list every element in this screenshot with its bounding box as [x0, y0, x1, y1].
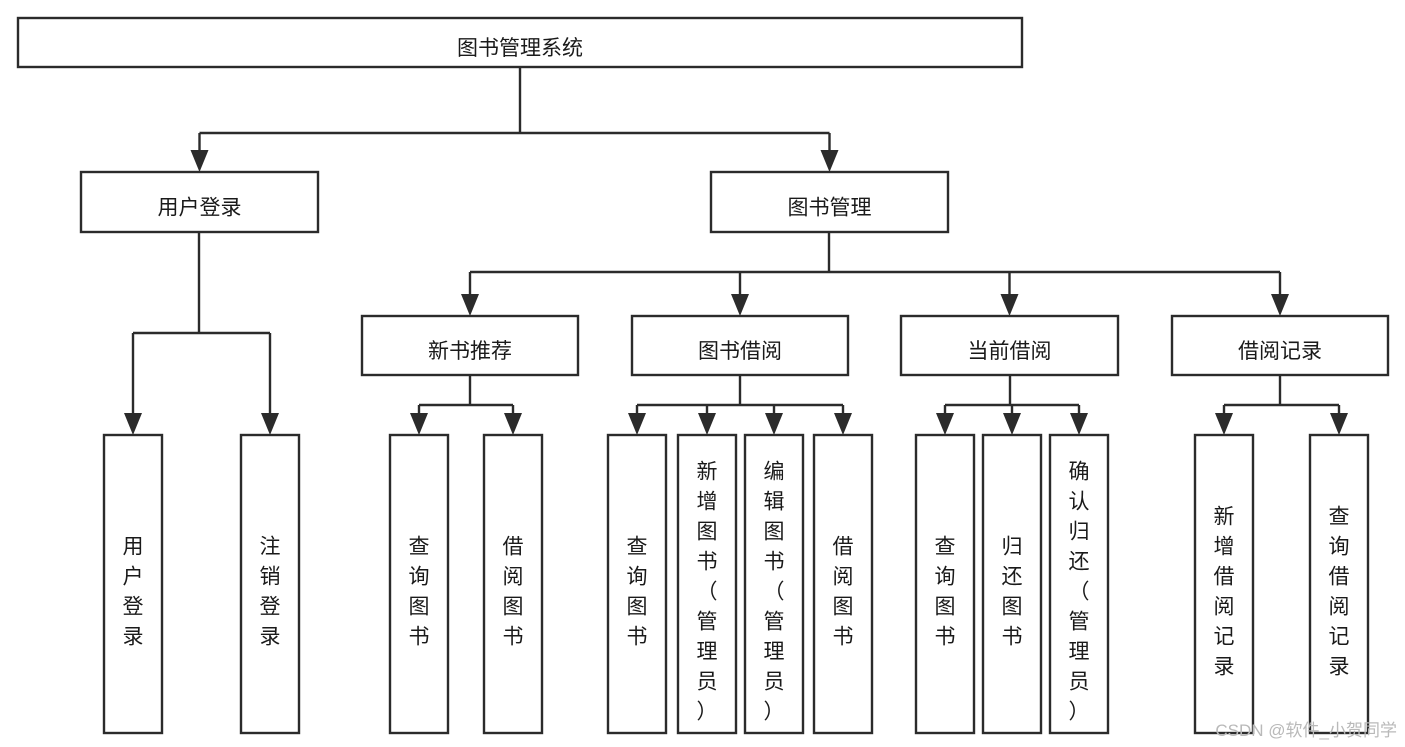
arrow-head-icon	[504, 413, 522, 435]
node-leaf-user-login-label: 用户登录	[123, 535, 144, 648]
node-leaf-user-login-box[interactable]	[102, 433, 164, 735]
node-leaf-edit-book-label: 编辑图书（管理员）	[764, 460, 785, 723]
node-leaf-confirm-return-label: 确认归还（管理员）	[1069, 460, 1090, 723]
node-leaf-borrow-book-box[interactable]	[812, 433, 874, 735]
node-book-borrow-box[interactable]	[630, 314, 850, 377]
node-leaf-query-book-borrow-box[interactable]	[606, 433, 668, 735]
node-current-borrow[interactable]: 当前借阅	[899, 314, 1120, 377]
node-leaf-query-borrow-record-label: 查询借阅记录	[1329, 505, 1350, 678]
node-leaf-query-book-rec[interactable]: 查询图书	[388, 433, 450, 735]
node-leaf-return-book[interactable]: 归还图书	[981, 433, 1043, 735]
node-leaf-add-borrow-record-box[interactable]	[1193, 433, 1255, 735]
arrow-head-icon	[1330, 413, 1348, 435]
node-leaf-add-borrow-record[interactable]: 新增借阅记录	[1193, 433, 1255, 735]
node-leaf-query-book-borrow-label: 查询图书	[627, 535, 648, 648]
node-root-label: 图书管理系统	[457, 37, 583, 60]
node-leaf-query-book-rec-box[interactable]	[388, 433, 450, 735]
node-new-book-recommend-label: 新书推荐	[428, 340, 512, 363]
node-book-management-box[interactable]	[709, 170, 950, 234]
node-book-borrow-label: 图书借阅	[698, 340, 782, 363]
node-leaf-borrow-book-rec-label: 借阅图书	[503, 535, 524, 648]
node-leaf-borrow-book[interactable]: 借阅图书	[812, 433, 874, 735]
arrow-head-icon	[628, 413, 646, 435]
node-leaf-user-logout-box[interactable]	[239, 433, 301, 735]
node-leaf-query-book-current-box[interactable]	[914, 433, 976, 735]
node-new-book-recommend-box[interactable]	[360, 314, 580, 377]
node-borrow-record-box[interactable]	[1170, 314, 1390, 377]
node-current-borrow-label: 当前借阅	[968, 340, 1052, 363]
arrow-head-icon	[1003, 413, 1021, 435]
arrow-head-icon	[820, 150, 839, 172]
arrow-head-icon	[731, 294, 749, 316]
node-leaf-borrow-book-rec[interactable]: 借阅图书	[482, 433, 544, 735]
node-leaf-return-book-box[interactable]	[981, 433, 1043, 735]
node-leaf-user-logout[interactable]: 注销登录	[239, 433, 301, 735]
node-leaf-user-logout-label: 注销登录	[260, 535, 281, 648]
node-root[interactable]: 图书管理系统	[16, 16, 1024, 69]
node-leaf-query-borrow-record-box[interactable]	[1308, 433, 1370, 735]
node-leaf-confirm-return[interactable]: 确认归还（管理员）	[1048, 433, 1110, 735]
node-leaf-add-book-box[interactable]	[676, 433, 738, 735]
arrow-head-icon	[261, 413, 279, 435]
node-leaf-add-borrow-record-label: 新增借阅记录	[1214, 505, 1235, 678]
arrow-head-icon	[461, 294, 479, 316]
node-leaf-add-book[interactable]: 新增图书（管理员）	[676, 433, 738, 735]
node-leaf-edit-book[interactable]: 编辑图书（管理员）	[743, 433, 805, 735]
node-user-login[interactable]: 用户登录	[79, 170, 320, 234]
node-book-borrow[interactable]: 图书借阅	[630, 314, 850, 377]
node-borrow-record-label: 借阅记录	[1238, 340, 1322, 363]
node-book-management-label: 图书管理	[788, 197, 872, 220]
node-leaf-return-book-label: 归还图书	[1002, 535, 1023, 648]
node-current-borrow-box[interactable]	[899, 314, 1120, 377]
connector-bookmgmt-to-level3	[470, 232, 1280, 274]
node-leaf-query-book-current[interactable]: 查询图书	[914, 433, 976, 735]
arrow-head-icon	[1000, 294, 1019, 316]
arrow-head-icon	[765, 413, 783, 435]
node-leaf-query-borrow-record[interactable]: 查询借阅记录	[1308, 433, 1370, 735]
connector-layer	[124, 67, 1348, 435]
node-leaf-add-book-label: 新增图书（管理员）	[697, 460, 718, 723]
arrow-head-icon	[936, 413, 954, 435]
node-leaf-confirm-return-box[interactable]	[1048, 433, 1110, 735]
node-user-login-label: 用户登录	[158, 197, 242, 220]
arrow-head-icon	[410, 413, 428, 435]
csdn-watermark: CSDN @软件_小贺同学	[1215, 721, 1397, 740]
node-borrow-record[interactable]: 借阅记录	[1170, 314, 1390, 377]
connector-borrowrecord-to-leaves	[1224, 375, 1339, 407]
connector-userlogin-to-leaves	[133, 232, 270, 335]
arrow-head-icon	[698, 413, 716, 435]
node-root-box[interactable]	[16, 16, 1024, 69]
node-leaf-borrow-book-rec-box[interactable]	[482, 433, 544, 735]
arrow-head-icon	[834, 413, 852, 435]
node-leaf-query-book-current-label: 查询图书	[935, 535, 956, 648]
node-leaf-borrow-book-label: 借阅图书	[833, 535, 854, 648]
connector-bookborrow-to-leaves	[637, 375, 843, 407]
arrow-head-icon	[1271, 294, 1289, 316]
arrow-head-icon	[190, 150, 209, 172]
arrow-head-icon	[1215, 413, 1233, 435]
node-layer: 图书管理系统用户登录图书管理新书推荐图书借阅当前借阅借阅记录用户登录注销登录查询…	[16, 16, 1390, 735]
node-leaf-query-book-rec-label: 查询图书	[409, 535, 430, 648]
node-leaf-edit-book-box[interactable]	[743, 433, 805, 735]
node-leaf-query-book-borrow[interactable]: 查询图书	[606, 433, 668, 735]
connector-root-to-level2	[199, 67, 830, 135]
connector-currentborrow-to-leaves	[945, 375, 1079, 407]
node-leaf-user-login[interactable]: 用户登录	[102, 433, 164, 735]
connector-newbook-to-leaves	[419, 375, 513, 407]
arrow-head-icon	[1070, 413, 1088, 435]
node-book-management[interactable]: 图书管理	[709, 170, 950, 234]
arrow-head-icon	[124, 413, 142, 435]
node-user-login-box[interactable]	[79, 170, 320, 234]
node-new-book-recommend[interactable]: 新书推荐	[360, 314, 580, 377]
